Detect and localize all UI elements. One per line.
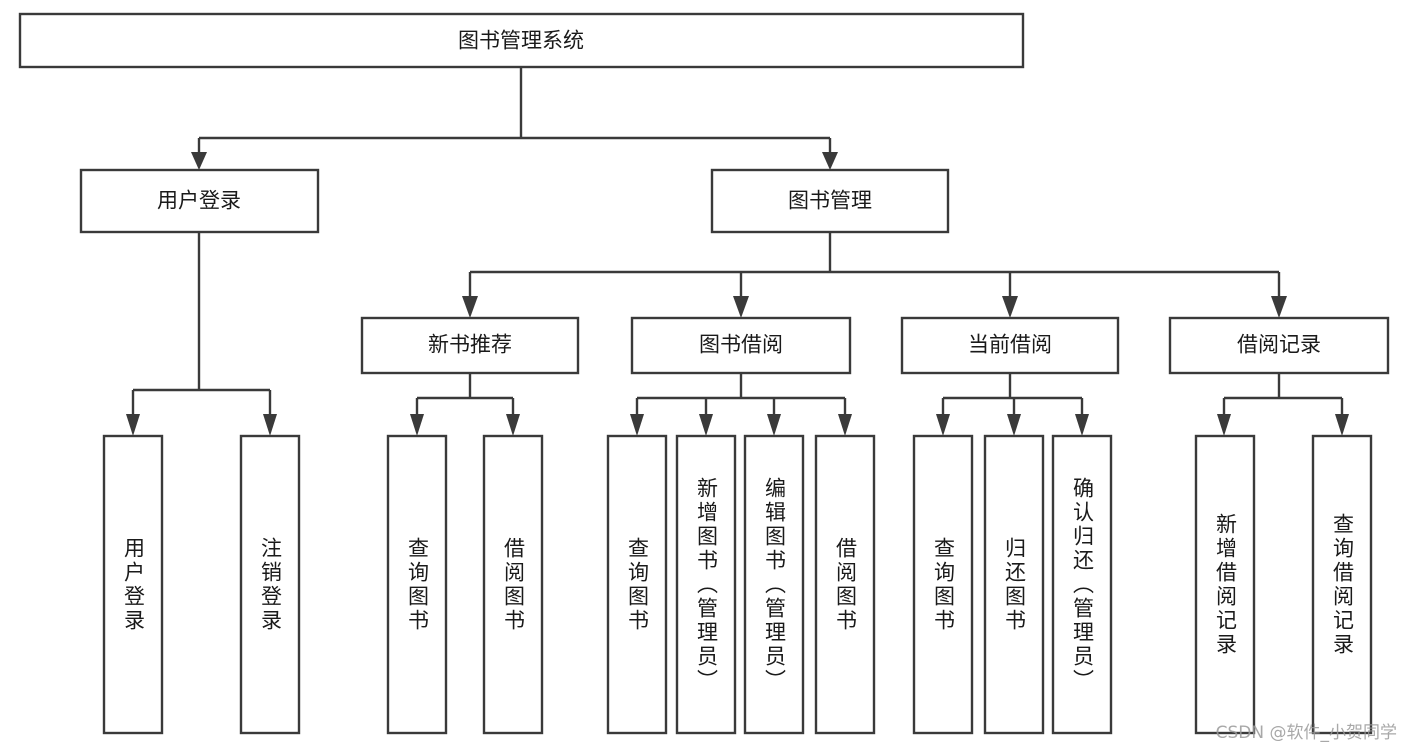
book-manage-label: 图书管理 <box>788 190 872 213</box>
arrow-book-child-3 <box>1002 296 1018 318</box>
arrow-user-leaf-2 <box>263 414 277 436</box>
leaf-box-current-borrow-1[interactable] <box>983 434 1045 735</box>
leaf-box-user-login-1[interactable] <box>239 434 301 735</box>
node-root[interactable]: 图书管理系统 <box>18 12 1025 69</box>
arrow-bb-leaf-2 <box>699 414 713 436</box>
arrow-nbr-leaf-2 <box>506 414 520 436</box>
leaf-box-book-borrow-1[interactable] <box>675 434 737 735</box>
book-borrow-label: 图书借阅 <box>699 334 783 357</box>
arrow-nbr-leaf-1 <box>410 414 424 436</box>
arrow-root-to-user <box>191 152 207 170</box>
leaf-box-current-borrow-2[interactable] <box>1051 434 1113 735</box>
arrow-book-child-1 <box>462 296 478 318</box>
user-login-label: 用户登录 <box>157 190 241 213</box>
root-label: 图书管理系统 <box>458 30 584 53</box>
arrow-bb-leaf-4 <box>838 414 852 436</box>
leaf-box-book-borrow-2[interactable] <box>743 434 805 735</box>
leaf-box-current-borrow-0[interactable] <box>912 434 974 735</box>
arrow-book-child-2 <box>733 296 749 318</box>
arrow-user-leaf-1 <box>126 414 140 436</box>
current-borrow-box <box>900 316 1120 375</box>
book-borrow-box <box>630 316 852 375</box>
node-user-login[interactable]: 用户登录 <box>79 168 320 234</box>
leaf-box-user-login-0[interactable] <box>102 434 164 735</box>
arrow-book-child-4 <box>1271 296 1287 318</box>
node-borrow-record[interactable]: 借阅记录 <box>1168 316 1390 375</box>
node-current-borrow[interactable]: 当前借阅 <box>900 316 1120 375</box>
arrow-root-to-book <box>822 152 838 170</box>
arrow-br-leaf-2 <box>1335 414 1349 436</box>
arrow-bb-leaf-1 <box>630 414 644 436</box>
leaf-box-book-borrow-3[interactable] <box>814 434 876 735</box>
borrow-record-label: 借阅记录 <box>1237 334 1321 357</box>
leaf-box-new-book-recommend-1[interactable] <box>482 434 544 735</box>
arrow-cb-leaf-2 <box>1007 414 1021 436</box>
node-book-manage[interactable]: 图书管理 <box>710 168 950 234</box>
arrow-cb-leaf-3 <box>1075 414 1089 436</box>
leaf-box-book-borrow-0[interactable] <box>606 434 668 735</box>
leaf-box-borrow-record-1[interactable] <box>1311 434 1373 735</box>
leaf-box-borrow-record-0[interactable] <box>1194 434 1256 735</box>
leaf-box-new-book-recommend-0[interactable] <box>386 434 448 735</box>
arrow-bb-leaf-3 <box>767 414 781 436</box>
new-book-recommend-box <box>360 316 580 375</box>
arrow-br-leaf-1 <box>1217 414 1231 436</box>
borrow-record-box <box>1168 316 1390 375</box>
root-box <box>18 12 1025 69</box>
new-book-recommend-label: 新书推荐 <box>428 334 512 357</box>
arrow-cb-leaf-1 <box>936 414 950 436</box>
current-borrow-label: 当前借阅 <box>968 334 1052 357</box>
node-book-borrow[interactable]: 图书借阅 <box>630 316 852 375</box>
book-manage-box <box>710 168 950 234</box>
node-new-book-recommend[interactable]: 新书推荐 <box>360 316 580 375</box>
